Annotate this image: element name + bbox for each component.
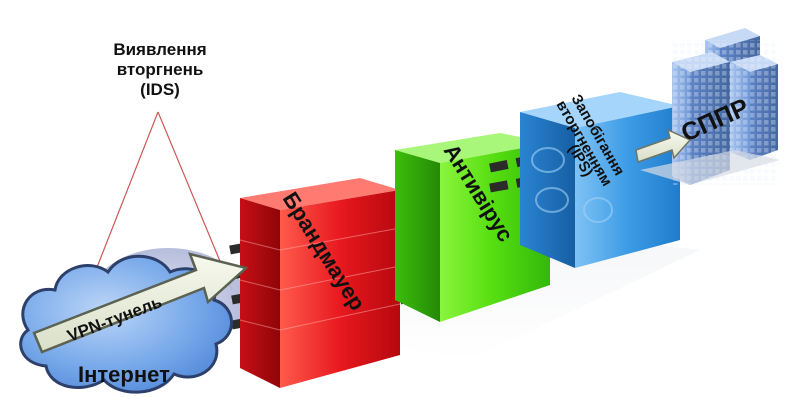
ids-label-line3: (IDS) <box>140 80 180 99</box>
office-building-icon <box>640 28 780 185</box>
arrow-right-icon <box>635 128 692 164</box>
ids-label-line1: Виявлення <box>113 40 206 59</box>
ids-label-line2: вторгнень <box>117 60 204 79</box>
vpn-tunnel-arrow <box>32 252 249 354</box>
internet-label: Інтернет <box>78 362 170 387</box>
firewall-block <box>239 178 401 388</box>
